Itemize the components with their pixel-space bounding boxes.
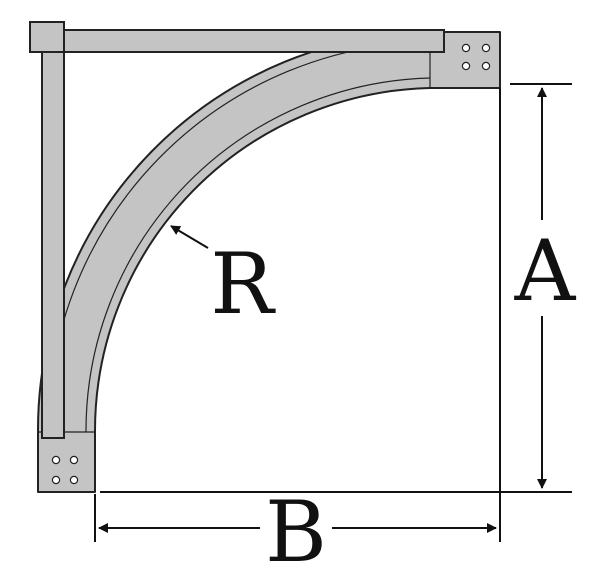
bracket-vertical-arm bbox=[41, 29, 65, 439]
angle-bracket bbox=[29, 21, 445, 439]
dimension-b-label: B bbox=[265, 483, 327, 581]
bolt-hole bbox=[69, 475, 79, 485]
dimension-a: A bbox=[514, 87, 577, 489]
bolt-hole bbox=[481, 43, 491, 53]
mounting-holes-bottom bbox=[51, 455, 79, 485]
radius-arrow bbox=[170, 225, 209, 249]
dimension-a-label: A bbox=[514, 222, 577, 320]
extension-lines bbox=[94, 83, 572, 542]
bolt-hole bbox=[51, 475, 61, 485]
radius-callout: R bbox=[170, 225, 276, 333]
bolt-hole bbox=[461, 43, 471, 53]
bolt-hole bbox=[69, 455, 79, 465]
bolt-hole bbox=[461, 61, 471, 71]
radius-label: R bbox=[210, 235, 276, 333]
bolt-hole bbox=[51, 455, 61, 465]
bracket-horizontal-arm bbox=[41, 29, 445, 53]
dimension-b: B bbox=[98, 483, 497, 581]
bolt-hole bbox=[481, 61, 491, 71]
curved-track-inner-flange-line bbox=[85, 77, 431, 433]
curved-track-band bbox=[36, 31, 501, 493]
bracket-corner-fill bbox=[43, 31, 63, 51]
mounting-holes-top bbox=[461, 43, 491, 71]
